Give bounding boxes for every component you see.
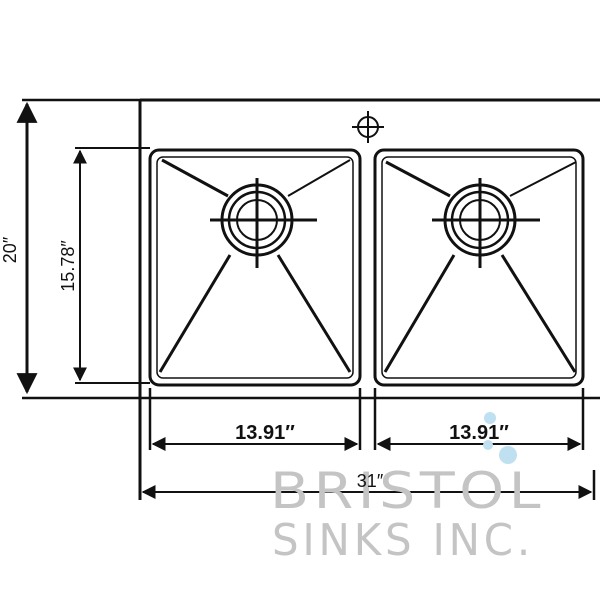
left-bowl-width-label: 13.91″ xyxy=(235,422,295,444)
left-bowl xyxy=(148,148,362,387)
faucet-hole-icon xyxy=(352,111,384,143)
right-drain-icon xyxy=(432,178,540,268)
right-bowl-width-label: 13.91″ xyxy=(449,422,509,444)
logo-line-2: SINKS INC. xyxy=(272,515,534,566)
bowl-depth-label: 15.78″ xyxy=(58,240,78,292)
bowl-width-extension-lines xyxy=(148,388,585,450)
bristol-sinks-logo: BRISTOL SINKS INC. xyxy=(270,412,545,566)
left-drain-icon xyxy=(210,178,317,268)
sink-outline xyxy=(22,98,600,500)
water-drops-icon xyxy=(483,412,517,464)
logo-line-1: BRISTOL xyxy=(270,462,545,520)
overall-depth-label: 20″ xyxy=(0,236,20,263)
right-bowl xyxy=(373,148,585,387)
overall-width-label: 31″ xyxy=(357,471,384,491)
